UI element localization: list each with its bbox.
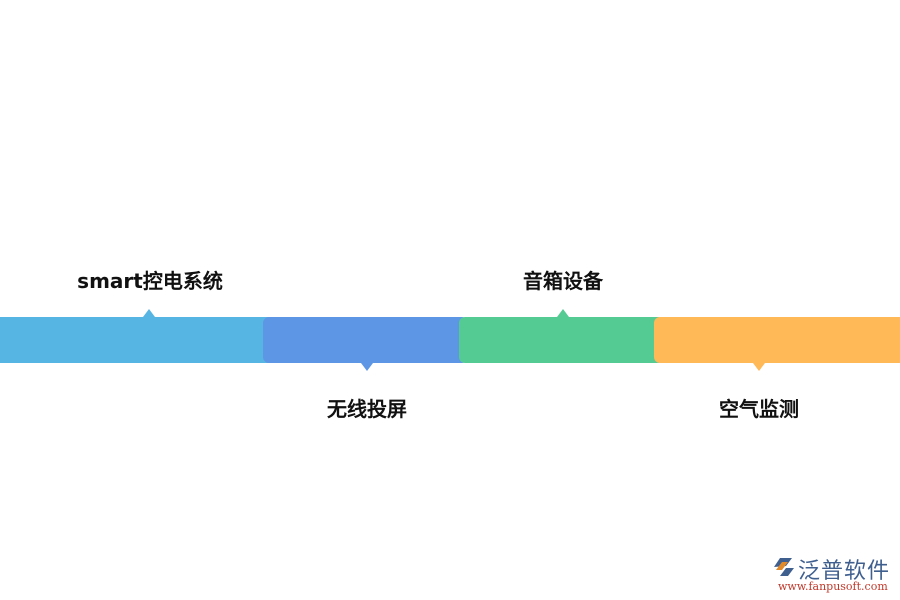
watermark-logo: 泛普软件 www.fanpusoft.com <box>770 553 895 593</box>
timeline-segment-3 <box>459 317 664 363</box>
timeline-segment-2 <box>263 317 468 363</box>
timeline-segment-4 <box>654 317 900 363</box>
pointer-up-icon <box>143 309 155 317</box>
watermark-url: www.fanpusoft.com <box>778 580 888 593</box>
pointer-up-icon <box>557 309 569 317</box>
timeline-label-3: 音箱设备 <box>523 269 603 293</box>
watermark-name: 泛普软件 <box>798 559 891 584</box>
fanpu-logo-icon <box>774 558 794 576</box>
pointer-down-icon <box>753 363 765 371</box>
timeline-label-2: 无线投屏 <box>327 397 407 421</box>
timeline-label-1: smart控电系统 <box>77 269 223 293</box>
pointer-down-icon <box>361 363 373 371</box>
timeline-segment-1 <box>0 317 275 363</box>
timeline-label-4: 空气监测 <box>719 397 799 421</box>
